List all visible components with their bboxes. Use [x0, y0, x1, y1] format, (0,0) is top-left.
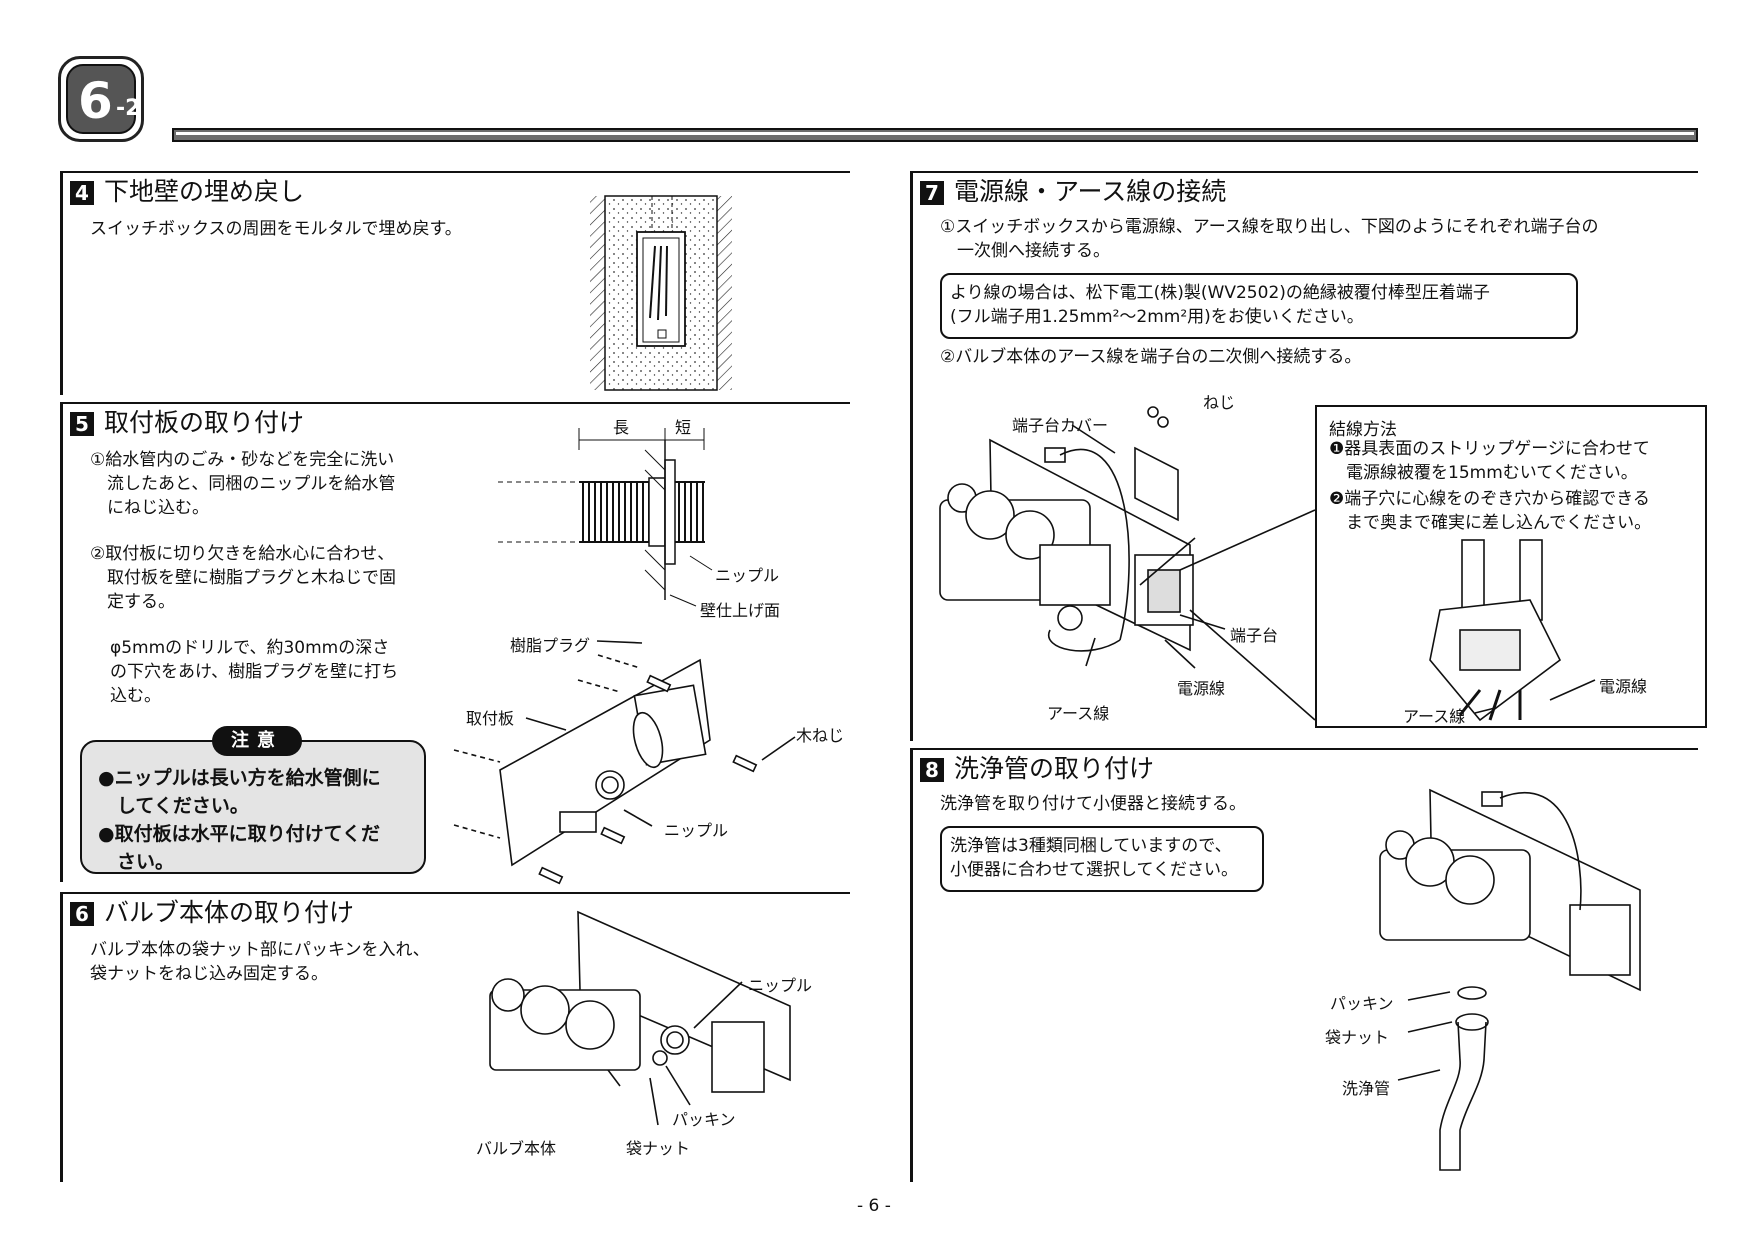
wiring-detail-diagram: [1429, 539, 1596, 722]
valve-mounting-diagram: [489, 910, 791, 1126]
section-badge-inner: 6 -2: [66, 64, 140, 134]
flush-pipe-diagram: [1379, 788, 1641, 1171]
label-wall-face: 壁仕上げ面: [700, 601, 781, 620]
section-7-step-1: ①スイッチボックスから電源線、アース線を取り出し、下図のようにそれぞれ端子台の …: [940, 217, 1599, 261]
mounting-plate-diagram: [453, 640, 796, 885]
section-8-title: 洗浄管の取り付け: [954, 754, 1155, 783]
section-4-number: 4: [70, 181, 94, 205]
section-4: 4 下地壁の埋め戻し スイッチボックスの周囲をモルタルで埋め戻す。: [60, 171, 850, 395]
section-7-number: 7: [920, 181, 944, 205]
label-packing-8: パッキン: [1330, 994, 1394, 1013]
label-terminal-block: 端子台: [1230, 626, 1279, 645]
label-nipple-5b: ニップル: [664, 821, 729, 840]
label-nipple-5: ニップル: [715, 566, 780, 585]
section-5: 5 取付板の取り付け ①給水管内のごみ・砂などを完全に洗い 流したあと、同梱のニ…: [60, 402, 850, 882]
section-number: 6: [78, 72, 113, 130]
section-6: 6 バルブ本体の取り付け バルブ本体の袋ナット部にパッキンを入れ、 袋ナットをね…: [60, 892, 850, 1182]
section-4-title: 下地壁の埋め戻し: [104, 177, 305, 206]
label-short: 短: [675, 418, 692, 437]
label-power-line: 電源線: [1177, 679, 1226, 698]
label-packing-6: パッキン: [672, 1110, 736, 1129]
header-bar: [172, 128, 1698, 142]
label-valve-body: バルブ本体: [476, 1139, 557, 1158]
label-union-nut-6: 袋ナット: [626, 1139, 691, 1158]
flush-pipe-note: 洗浄管は3種類同梱していますので、 小便器に合わせて選択してください。: [940, 826, 1264, 892]
label-screw-7: ねじ: [1203, 393, 1236, 412]
label-flush-pipe: 洗浄管: [1342, 1079, 1391, 1098]
section-8-number: 8: [920, 758, 944, 782]
label-long: 長: [613, 418, 630, 437]
label-resin-plug: 樹脂プラグ: [510, 636, 591, 655]
section-5-number: 5: [70, 412, 94, 436]
label-mounting-plate: 取付板: [466, 709, 515, 728]
section-subnumber: -2: [116, 96, 141, 121]
label-union-nut-8: 袋ナット: [1325, 1028, 1390, 1047]
section-badge: 6 -2: [58, 56, 144, 142]
label-wood-screw: 木ねじ: [796, 726, 845, 745]
section-6-title: バルブ本体の取り付け: [104, 898, 355, 927]
caution-box: 注意 ●ニップルは長い方を給水管側に してください。 ●取付板は水平に取り付けて…: [80, 726, 426, 874]
section-5-step-3: φ5mmのドリルで、約30mmの深さ の下穴をあけ、樹脂プラグを壁に打ち 込む。: [110, 638, 399, 706]
section-6-body: バルブ本体の袋ナット部にパッキンを入れ、 袋ナットをねじ込み固定する。: [90, 940, 430, 984]
label-terminal-cover: 端子台カバー: [1012, 416, 1109, 435]
wiring-earth-label: アース線: [1403, 707, 1466, 726]
wiring-item-1: ❶器具表面のストリップゲージに合わせて 電源線被覆を15mmむいてください。: [1329, 439, 1650, 483]
label-nipple-6: ニップル: [748, 976, 813, 995]
caution-title: 注意: [212, 726, 302, 756]
section-7-title: 電源線・アース線の接続: [954, 177, 1227, 206]
caution-text: ●ニップルは長い方を給水管側に してください。 ●取付板は水平に取り付けてくだ …: [98, 767, 381, 873]
page-number: - 6 -: [857, 1196, 891, 1216]
wiring-title: 結線方法: [1329, 420, 1397, 440]
section-5-step-2: ②取付板に切り欠きを給水心に合わせ、 取付板を壁に樹脂プラグと木ねじで固 定する…: [90, 544, 396, 612]
nipple-length-diagram: [498, 428, 713, 607]
section-6-number: 6: [70, 902, 94, 926]
wiring-power-label: 電源線: [1599, 677, 1648, 696]
section-8: 8 洗浄管の取り付け 洗浄管を取り付けて小便器と接続する。: [910, 748, 1698, 1182]
section-7-step-2: ②バルブ本体のアース線を端子台の二次側へ接続する。: [940, 347, 1362, 367]
section-4-body: スイッチボックスの周囲をモルタルで埋め戻す。: [90, 219, 462, 239]
label-earth-line: アース線: [1047, 704, 1110, 723]
section-7: 7 電源線・アース線の接続 ①スイッチボックスから電源線、アース線を取り出し、下…: [910, 171, 1698, 741]
section-5-title: 取付板の取り付け: [104, 408, 305, 437]
section-8-body: 洗浄管を取り付けて小便器と接続する。: [940, 794, 1246, 814]
terminal-connection-diagram: [939, 406, 1316, 721]
wall-backfill-diagram: [590, 195, 732, 391]
wiring-item-2: ❷端子穴に心線をのぞき穴から確認できる まで奥まで確実に差し込んでください。: [1329, 489, 1652, 533]
terminal-note: より線の場合は、松下電工(株)製(WV2502)の絶縁被覆付棒型圧着端子 (フル…: [940, 273, 1578, 339]
section-5-step-1: ①給水管内のごみ・砂などを完全に洗い 流したあと、同梱のニップルを給水管 にねじ…: [90, 450, 396, 518]
